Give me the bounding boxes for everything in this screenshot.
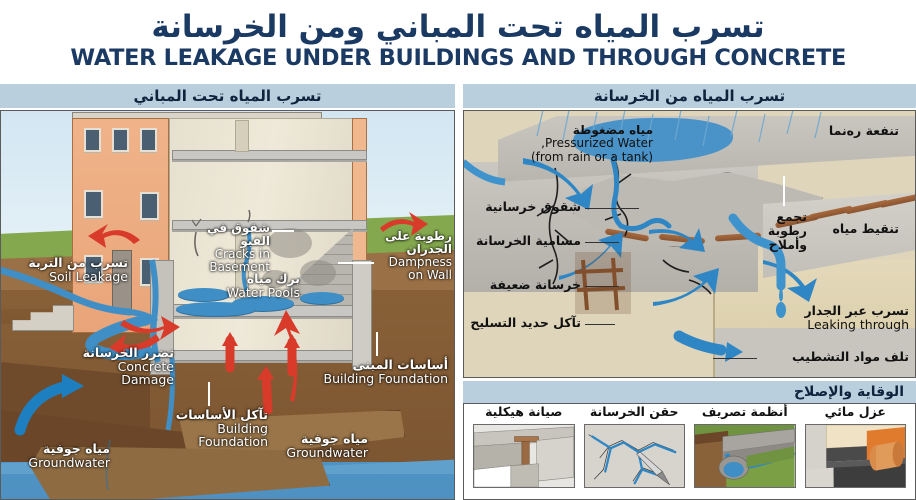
label-moisture-and-salts: تجمع رطوبة وأملاح bbox=[767, 209, 807, 252]
leader-line bbox=[338, 262, 374, 264]
leader-line bbox=[713, 358, 757, 359]
window bbox=[84, 190, 103, 218]
damp-patch bbox=[300, 260, 336, 286]
leader-line bbox=[585, 286, 619, 287]
damp-patch bbox=[268, 228, 312, 258]
corroded-rebar-cage bbox=[574, 252, 631, 314]
label-rebar-corrosion: تآكل حديد التسليح bbox=[470, 315, 581, 330]
label-pressurized-water: مياه مضغوطة Pressurized Water, (from rai… bbox=[530, 123, 653, 164]
leader-line bbox=[208, 382, 210, 406]
label-leaking-through-wall: تسرب عبر الجدار Leaking through bbox=[804, 303, 909, 332]
title-arabic: تسرب المياه تحت المباني ومن الخرسانة bbox=[151, 9, 765, 46]
window bbox=[140, 128, 157, 152]
leader-line bbox=[585, 208, 639, 209]
soil-water-channels bbox=[0, 259, 175, 491]
floor-slab bbox=[172, 220, 367, 230]
label-water-pools: برك مياه Water Pools bbox=[226, 271, 300, 300]
label-dampness-on-wall: رطوبة على الجدران Dampness on Wall bbox=[385, 229, 452, 282]
prevention-header: الوقاية والإصلاح bbox=[463, 381, 916, 403]
prevention-titles: صيانة هيكلية حقن الخرسانة أنظمة تصريف عز… bbox=[463, 404, 916, 424]
room-corner bbox=[713, 260, 715, 378]
prevention-title-injection: حقن الخرسانة bbox=[589, 404, 679, 419]
dripping-water bbox=[463, 159, 786, 318]
blue-flow-arrow bbox=[14, 374, 84, 436]
concrete-cracks bbox=[523, 155, 817, 306]
leader-line bbox=[272, 230, 294, 232]
leader-line bbox=[585, 242, 619, 243]
label-concrete-cracks: شقوق خرسانية bbox=[485, 199, 581, 214]
water-pool bbox=[176, 302, 256, 316]
label-concrete-damage: تضرر الخرسانة Concrete Damage bbox=[82, 345, 174, 387]
window bbox=[112, 128, 129, 152]
left-panel-header: تسرب المياه تحت المباني bbox=[0, 84, 455, 108]
leader-line bbox=[376, 332, 378, 356]
label-groundwater-left: مياه جوفية Groundwater bbox=[28, 441, 110, 470]
prevention-title-structural: صيانة هيكلية bbox=[485, 404, 563, 419]
label-finish-material-damage: تلف مواد التشطيب bbox=[792, 349, 909, 364]
interior-room-floor bbox=[713, 328, 916, 378]
basement-wall-right bbox=[352, 260, 372, 370]
basement-water-streaks bbox=[191, 209, 252, 293]
prevention-title-waterproofing: عزل مائي bbox=[824, 404, 886, 419]
water-pool bbox=[300, 292, 344, 304]
label-foundation-erosion: تآكل الأساسات Building Foundation bbox=[175, 407, 268, 449]
label-soil-leakage: تسرب من التربة Soil Leakage bbox=[28, 255, 128, 284]
leader-line bbox=[585, 324, 615, 325]
left-illustration-panel: تسرب من التربة Soil Leakage شقوق في القب… bbox=[0, 110, 455, 500]
water-pool bbox=[178, 288, 230, 301]
thumb-drainage-systems bbox=[694, 424, 796, 488]
right-illustration-panel: مياه مضغوطة Pressurized Water, (from rai… bbox=[463, 110, 916, 378]
leader-line bbox=[783, 176, 785, 206]
title-block: تسرب المياه تحت المباني ومن الخرسانة WAT… bbox=[0, 0, 916, 82]
label-concrete-porosity: مسامية الخرسانة bbox=[476, 233, 581, 248]
floor-slab bbox=[172, 150, 367, 160]
red-flow-arrows bbox=[88, 212, 428, 415]
label-cracks-in-basement: شقوق في القبو Cracks in Basement bbox=[207, 221, 270, 274]
window bbox=[84, 128, 101, 152]
label-water-dripping: تنقيط مياه bbox=[832, 221, 899, 236]
prevention-title-drainage: أنظمة تصريف bbox=[701, 404, 788, 419]
label-drain-channel: تنفعة رەنما bbox=[828, 123, 899, 138]
rain-streaks bbox=[536, 110, 822, 147]
thumb-waterproofing bbox=[804, 424, 906, 488]
damp-patch bbox=[262, 270, 288, 288]
thumb-structural-maintenance bbox=[473, 424, 575, 488]
thumb-concrete-injection bbox=[583, 424, 685, 488]
interior-wall bbox=[235, 120, 249, 152]
prevention-thumbnails bbox=[463, 424, 916, 500]
right-panel-header: تسرب المياه من الخرسانة bbox=[463, 84, 916, 108]
surface-puddle bbox=[573, 118, 733, 162]
label-groundwater-right: مياه جوفية Groundwater bbox=[286, 431, 368, 460]
title-english: WATER LEAKAGE UNDER BUILDINGS AND THROUG… bbox=[70, 45, 846, 71]
window bbox=[140, 192, 159, 220]
window bbox=[84, 255, 103, 283]
label-weak-concrete: خرسانة ضعيفة bbox=[489, 277, 581, 292]
label-building-foundation: أساسات المبنى Building Foundation bbox=[323, 357, 448, 386]
leaking-through-arrow bbox=[673, 330, 743, 362]
